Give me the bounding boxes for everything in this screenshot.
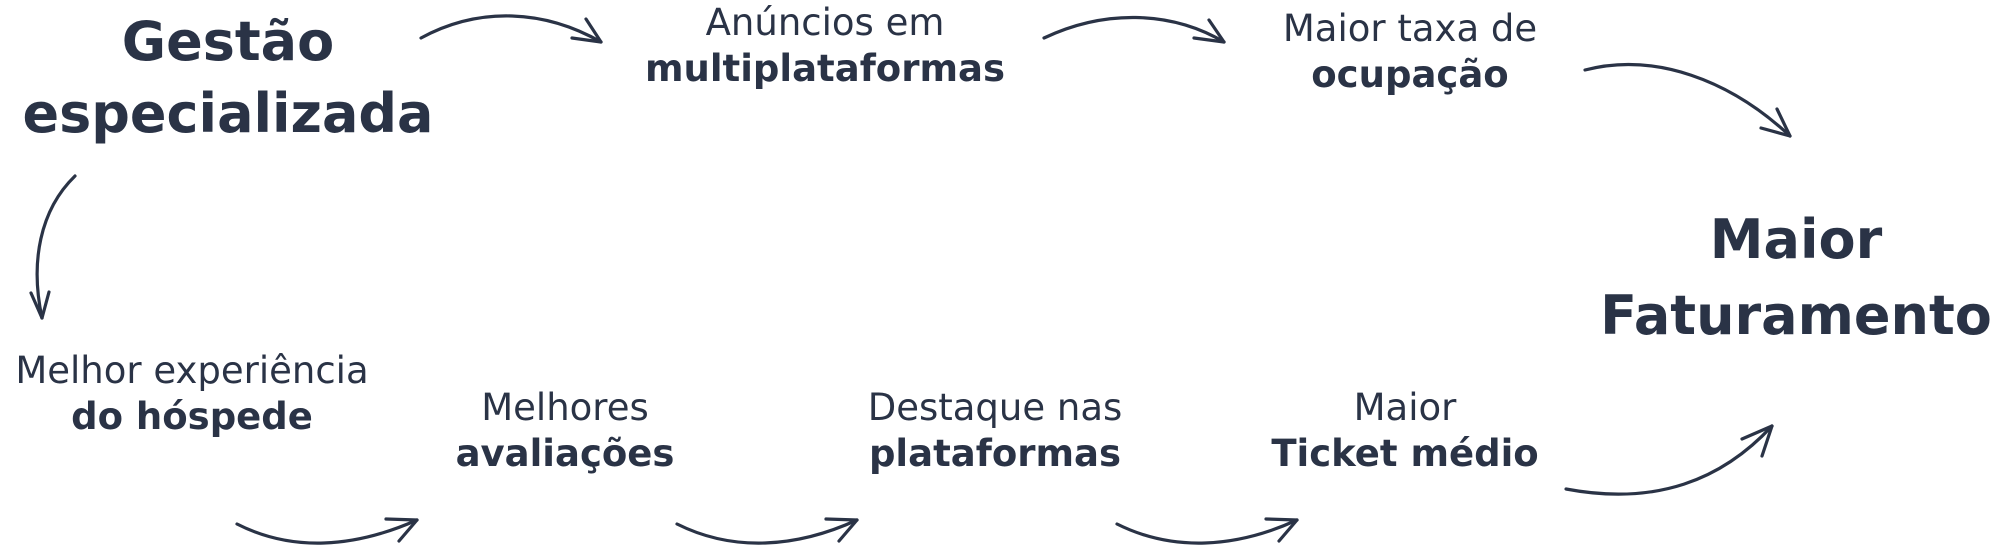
node-maior-ticket-medio: Maior Ticket médio	[1260, 385, 1550, 478]
node-ocupacao-line1: Maior taxa de	[1282, 7, 1538, 50]
node-ticket-line2: Ticket médio	[1271, 432, 1539, 476]
node-ocupacao-line2: ocupação	[1311, 53, 1509, 97]
arrow-avaliacoes-destaque	[675, 517, 859, 545]
node-maior-taxa-ocupacao: Maior taxa de ocupação	[1235, 6, 1585, 99]
arrow-destaque-ticket	[1115, 517, 1299, 545]
node-anuncios-line1: Anúncios em	[705, 1, 945, 44]
node-anuncios-line2: multiplataformas	[644, 47, 1006, 91]
node-melhores-avaliacoes: Melhores avaliações	[420, 385, 710, 478]
node-gestao-line2: especializada	[22, 82, 434, 146]
node-avaliacoes-line2: avaliações	[455, 432, 675, 476]
node-gestao-line1: Gestão	[121, 10, 335, 73]
node-anuncios-multiplataformas: Anúncios em multiplataformas	[640, 0, 1010, 93]
node-avaliacoes-line1: Melhores	[481, 386, 649, 429]
node-melhor-experiencia-hospede: Melhor experiência do hóspede	[0, 348, 384, 441]
node-final-line2: Faturamento	[1600, 283, 1992, 347]
node-destaque-line1: Destaque nas	[867, 386, 1123, 429]
node-maior-faturamento: Maior Faturamento	[1590, 202, 2002, 353]
arrow-gestao-experiencia	[29, 174, 77, 320]
node-ticket-line1: Maior	[1353, 386, 1457, 429]
node-gestao-especializada: Gestão especializada	[0, 6, 456, 151]
arrow-ticket-final	[1564, 424, 1774, 496]
node-final-line1: Maior	[1709, 208, 1883, 271]
node-experiencia-line1: Melhor experiência	[15, 349, 369, 392]
node-destaque-plataformas: Destaque nas plataformas	[840, 385, 1150, 478]
arrow-ocupacao-final	[1583, 63, 1792, 138]
arrow-experiencia-avaliacoes	[235, 517, 419, 545]
node-destaque-line2: plataformas	[868, 432, 1122, 476]
arrow-anuncios-ocupacao	[1042, 15, 1226, 44]
node-experiencia-line2: do hóspede	[71, 395, 313, 439]
